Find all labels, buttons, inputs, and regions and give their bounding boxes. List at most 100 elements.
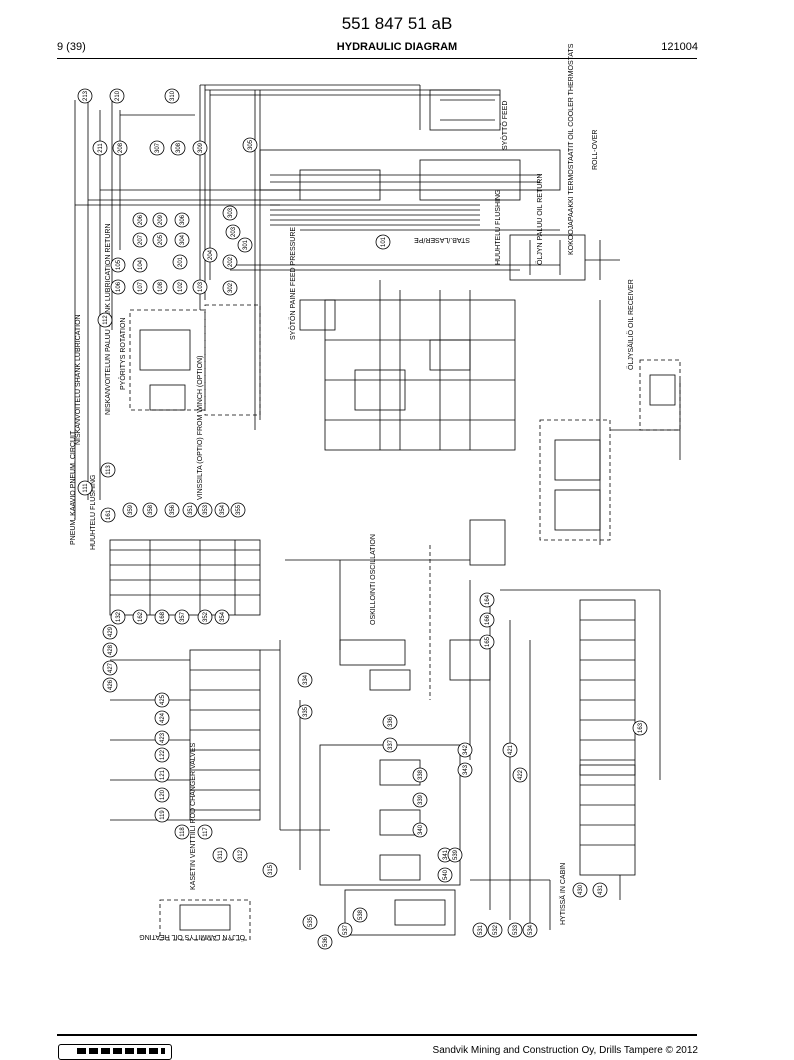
page-number: 9 (39) [57, 41, 86, 53]
callout-108: 108 [152, 279, 168, 295]
svg-text:424: 424 [160, 712, 166, 723]
svg-text:423: 423 [160, 732, 166, 743]
svg-text:208: 208 [118, 142, 124, 153]
svg-text:337: 337 [388, 739, 394, 750]
callout-355: 355 [230, 502, 246, 518]
callout-104: 104 [132, 257, 148, 273]
svg-text:351: 351 [188, 504, 194, 515]
callout-204: 204 [202, 247, 218, 263]
svg-text:209: 209 [158, 214, 164, 225]
callout-421: 421 [502, 742, 518, 758]
svg-text:340: 340 [418, 824, 424, 835]
svg-text:308: 308 [176, 142, 182, 153]
svg-text:428: 428 [108, 644, 114, 655]
callout-301: 301 [237, 237, 253, 253]
callout-118: 118 [174, 824, 190, 840]
svg-text:162: 162 [138, 611, 144, 622]
callout-121: 121 [154, 767, 170, 783]
footer-divider [57, 1034, 697, 1036]
callout-335: 335 [297, 704, 313, 720]
svg-text:168: 168 [160, 611, 166, 622]
svg-text:422: 422 [518, 769, 524, 780]
svg-text:164: 164 [485, 594, 491, 605]
callout-119: 119 [154, 807, 170, 823]
svg-text:359: 359 [128, 504, 134, 515]
svg-text:207: 207 [138, 234, 144, 245]
callout-310: 310 [164, 88, 180, 104]
svg-text:430: 430 [578, 884, 584, 895]
callout-536: 536 [317, 934, 333, 950]
svg-text:532: 532 [493, 924, 499, 935]
callout-425: 425 [154, 692, 170, 708]
svg-text:354: 354 [220, 611, 226, 622]
flushing-top-label: HUUHTELU FLUSHING [495, 190, 502, 265]
callout-537: 537 [337, 922, 353, 938]
header-divider [57, 58, 697, 59]
callout-101: 101 [375, 234, 391, 250]
callout-359: 359 [122, 502, 138, 518]
callout-117: 117 [197, 824, 213, 840]
callout-539: 539 [447, 847, 463, 863]
callout-208: 208 [112, 140, 128, 156]
svg-text:201: 201 [178, 256, 184, 267]
svg-text:203: 203 [231, 226, 237, 237]
svg-text:358: 358 [148, 504, 154, 515]
svg-text:204: 204 [208, 249, 214, 260]
callout-353: 353 [197, 502, 213, 518]
svg-text:122: 122 [160, 749, 166, 760]
callout-132: 132 [110, 609, 126, 625]
oil-heating-label: ÖLJYN LÄMMITYS OIL HEATING [139, 933, 245, 941]
company-logo [58, 1044, 172, 1060]
svg-text:307: 307 [155, 142, 161, 153]
cooler-thermostats-label: KOKOOJAPAAKKI TERMOSTAATIT OIL COOLER TH… [568, 43, 575, 255]
from-winch-label: VINSSILTA (OPTIO) FROM WINCH (OPTION) [197, 356, 204, 500]
svg-text:533: 533 [513, 924, 519, 935]
svg-text:104: 104 [138, 259, 144, 270]
callout-540: 540 [437, 867, 453, 883]
document-date: 121004 [661, 41, 698, 53]
svg-text:166: 166 [485, 614, 491, 625]
callout-532: 532 [487, 922, 503, 938]
svg-text:427: 427 [108, 662, 114, 673]
rotation-label: PYÖRITYS ROTATION [119, 318, 127, 390]
callout-213: 213 [77, 88, 93, 104]
callout-112: 112 [97, 312, 113, 328]
svg-text:343: 343 [463, 764, 469, 775]
oscillation-label: OSKILLOINTI OSCILLATION [370, 534, 377, 625]
callout-308: 308 [170, 140, 186, 156]
svg-text:335: 335 [303, 706, 309, 717]
svg-text:429: 429 [108, 626, 114, 637]
shank-lubrication-label: NISKANVOITELU SHANK LUBRICATION [75, 314, 82, 445]
callout-342: 342 [457, 742, 473, 758]
svg-text:118: 118 [180, 827, 186, 837]
callout-309: 309 [192, 140, 208, 156]
svg-text:531: 531 [478, 924, 484, 935]
callout-356: 356 [164, 502, 180, 518]
callout-209: 209 [152, 212, 168, 228]
callout-351: 351 [182, 502, 198, 518]
svg-text:540: 540 [443, 869, 449, 880]
svg-text:306: 306 [180, 214, 186, 225]
svg-text:309: 309 [198, 142, 204, 153]
svg-text:421: 421 [508, 744, 514, 755]
svg-text:107: 107 [138, 281, 144, 292]
callout-163: 163 [632, 720, 648, 736]
callout-534: 534 [522, 922, 538, 938]
svg-text:117: 117 [203, 827, 209, 837]
callout-311: 311 [212, 847, 228, 863]
svg-text:119: 119 [160, 810, 166, 820]
callout-315: 315 [262, 862, 278, 878]
callout-103: 103 [192, 279, 208, 295]
oil-return-label: ÖLJYN PALUU OIL RETURN [536, 174, 544, 265]
svg-text:426: 426 [108, 679, 114, 690]
callout-312: 312 [232, 847, 248, 863]
callout-533: 533 [507, 922, 523, 938]
svg-text:206: 206 [138, 214, 144, 225]
svg-text:102: 102 [178, 281, 184, 292]
callout-423: 423 [154, 730, 170, 746]
callout-336: 336 [382, 714, 398, 730]
callout-205: 205 [152, 232, 168, 248]
svg-text:336: 336 [388, 716, 394, 727]
svg-text:354: 354 [220, 504, 226, 515]
svg-text:305: 305 [248, 139, 254, 150]
